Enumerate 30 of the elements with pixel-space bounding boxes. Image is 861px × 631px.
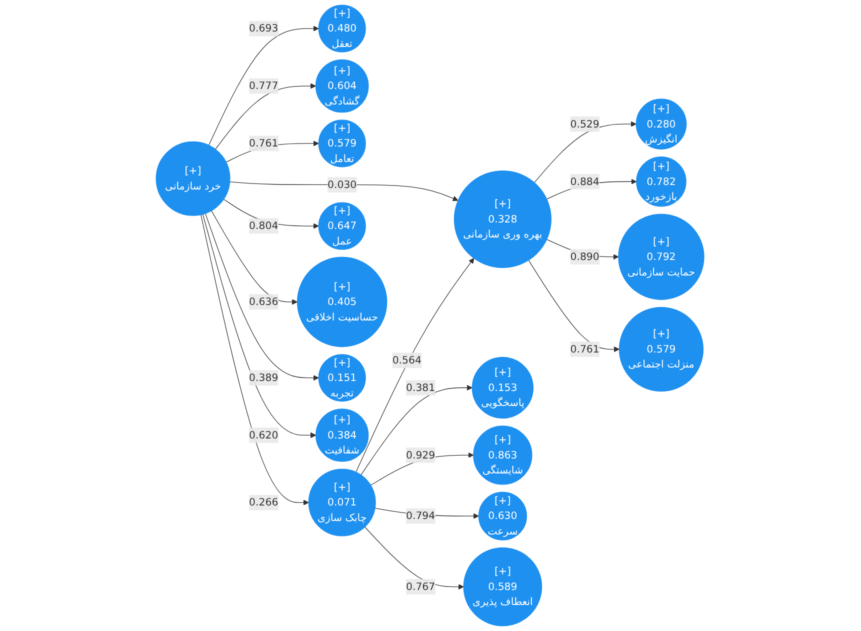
edge-label: 0.761: [250, 137, 279, 150]
edge-label: 0.030: [328, 178, 358, 190]
edge-label: 0.381: [406, 381, 436, 394]
node-circle: [+] خرد سازمانی: [156, 141, 231, 216]
edge-label: 0.794: [406, 510, 436, 522]
edge-label: 0.767: [406, 580, 436, 593]
arrow: [202, 214, 317, 438]
edge-label: 0.777: [250, 80, 279, 92]
edge-label: 0.929: [406, 448, 436, 461]
arrow: [356, 258, 475, 472]
arrow: [216, 83, 316, 150]
arrow: [201, 214, 310, 506]
arrow: [206, 213, 320, 381]
arrow: [528, 260, 620, 352]
edge-label: 0.529: [570, 118, 600, 130]
arrow: [212, 210, 298, 305]
arrow: [361, 384, 473, 476]
edge-label: 0.804: [250, 220, 279, 232]
edge-label: 0.636: [250, 296, 279, 308]
edge-label: 0.693: [250, 22, 279, 34]
arrow: [208, 26, 320, 146]
edge-label: 0.389: [250, 372, 279, 384]
edge-label: 0.266: [250, 496, 279, 508]
edge-label: 0.620: [250, 428, 279, 441]
edge-label: 0.564: [392, 354, 422, 366]
edge-label: 0.884: [570, 175, 600, 188]
arrow: [534, 121, 637, 183]
arrow: [365, 526, 464, 590]
edge-label: 0.761: [570, 342, 600, 355]
edge-label: 0.890: [570, 250, 600, 263]
